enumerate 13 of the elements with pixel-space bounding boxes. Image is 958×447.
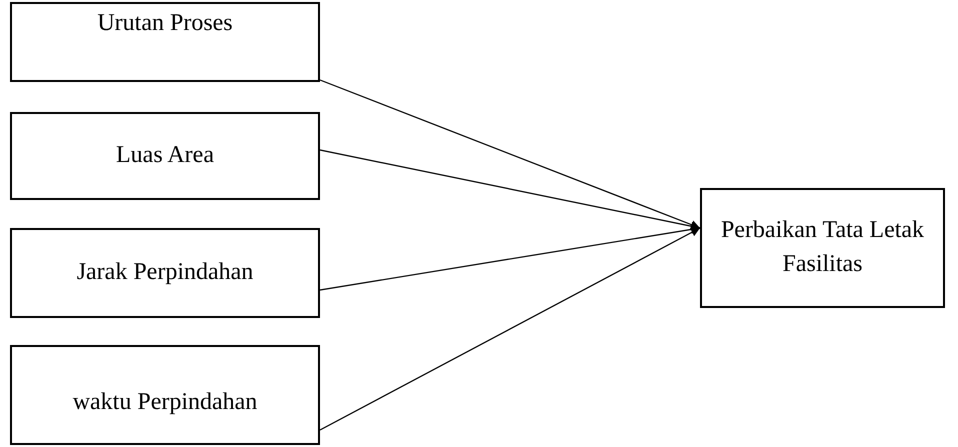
arrow — [320, 227, 700, 431]
process-box — [10, 228, 320, 318]
process-box — [10, 2, 320, 82]
process-box — [700, 188, 945, 308]
arrow — [320, 79, 700, 229]
process-box — [10, 345, 320, 445]
process-box — [10, 112, 320, 200]
box-label: Luas Area — [115, 141, 215, 170]
box-label: Perbaikan Tata Letak Fasilitas — [720, 216, 926, 279]
box-label: Jarak Perpindahan — [76, 258, 254, 288]
box-label: Urutan Proses — [96, 9, 234, 38]
arrow — [320, 149, 700, 231]
box-label: waktu Perpindahan — [72, 388, 258, 418]
